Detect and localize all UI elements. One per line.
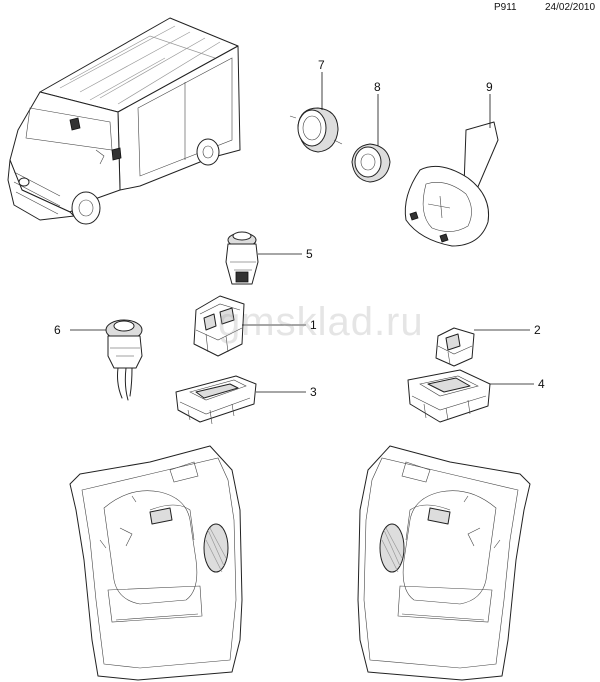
part-3-drawing <box>175 375 306 425</box>
callout-1: 1 <box>310 318 317 332</box>
callout-4: 4 <box>538 377 545 391</box>
callout-5: 5 <box>306 247 313 261</box>
watermark: gmsklad.ru <box>218 300 424 344</box>
part-9-drawing <box>404 94 499 247</box>
callout-6: 6 <box>54 323 61 337</box>
callout-7: 7 <box>318 58 325 72</box>
callout-2: 2 <box>534 323 541 337</box>
part-7-drawing <box>289 72 343 153</box>
callout-8: 8 <box>374 80 381 94</box>
part-4-drawing <box>407 369 534 423</box>
part-6-drawing <box>70 319 143 401</box>
diagram-date: 24/02/2010 <box>545 2 596 13</box>
part-5-drawing <box>225 231 302 285</box>
part-1-drawing <box>193 295 306 357</box>
van-illustration <box>7 17 241 225</box>
part-8-drawing <box>351 94 391 183</box>
part-2-drawing <box>435 327 530 367</box>
callout-9: 9 <box>486 80 493 94</box>
callout-3: 3 <box>310 385 317 399</box>
left-door-panel <box>69 445 243 681</box>
right-door-panel <box>357 445 531 681</box>
page-code: P911 <box>494 2 517 13</box>
